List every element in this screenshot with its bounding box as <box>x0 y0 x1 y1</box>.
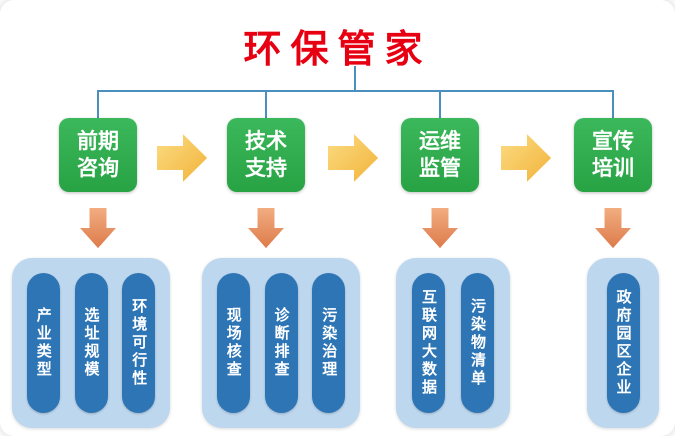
page-title: 环保管家 <box>243 29 432 71</box>
pill-label: 污染治理 <box>320 307 338 379</box>
pill-item: 环境可行性 <box>122 273 156 413</box>
stage-box-tech-support: 技术 支持 <box>227 118 305 192</box>
stage-label-line: 宣传 <box>592 130 634 153</box>
arrow-down-icon <box>422 208 458 248</box>
connector-line-title-stub <box>354 66 356 92</box>
pill-label: 污染物清单 <box>469 298 486 388</box>
pill-item: 现场核查 <box>216 273 250 413</box>
stage-label-line: 运维 <box>419 130 461 153</box>
connector-line-stub-1 <box>97 90 99 118</box>
item-group-operation: 互联网大数据 污染物清单 <box>396 258 510 428</box>
stage-label-line: 支持 <box>245 157 287 180</box>
stage-box-consulting: 前期 咨询 <box>59 118 137 192</box>
pill-item: 选址规模 <box>74 273 108 413</box>
pill-label: 互联网大数据 <box>420 289 437 397</box>
arrow-down-icon <box>80 208 116 248</box>
arrow-right-icon <box>501 134 551 182</box>
pill-item: 互联网大数据 <box>412 273 445 413</box>
pill-label: 产业类型 <box>34 307 52 379</box>
pill-label: 选址规模 <box>82 307 100 379</box>
pill-item: 产业类型 <box>26 273 60 413</box>
connector-line-stub-2 <box>265 90 267 118</box>
arrow-right-icon <box>328 134 378 182</box>
pill-label: 现场核查 <box>224 307 242 379</box>
stage-box-operation: 运维 监管 <box>401 118 479 192</box>
arrow-down-icon <box>595 208 631 248</box>
connector-line-stub-4 <box>612 90 614 118</box>
pill-item: 政府园区企业 <box>606 273 640 413</box>
stage-label-line: 咨询 <box>77 157 119 180</box>
item-group-tech-support: 现场核查 诊断排查 污染治理 <box>202 258 360 428</box>
stage-label-line: 前期 <box>77 130 119 153</box>
pill-label: 政府园区企业 <box>614 289 632 397</box>
pill-item: 污染治理 <box>312 273 346 413</box>
stage-box-training: 宣传 培训 <box>574 118 652 192</box>
item-group-consulting: 产业类型 选址规模 环境可行性 <box>12 258 170 428</box>
arrow-right-icon <box>157 134 207 182</box>
arrow-down-icon <box>248 208 284 248</box>
item-group-training: 政府园区企业 <box>587 258 659 428</box>
stage-label-line: 技术 <box>245 130 287 153</box>
stage-label-line: 培训 <box>592 157 634 180</box>
connector-line-horizontal <box>97 90 614 92</box>
stage-label-line: 监管 <box>419 157 461 180</box>
pill-item: 污染物清单 <box>461 273 494 413</box>
pill-item: 诊断排查 <box>264 273 298 413</box>
pill-label: 诊断排查 <box>272 307 290 379</box>
connector-line-stub-3 <box>439 90 441 118</box>
pill-label: 环境可行性 <box>130 298 148 388</box>
